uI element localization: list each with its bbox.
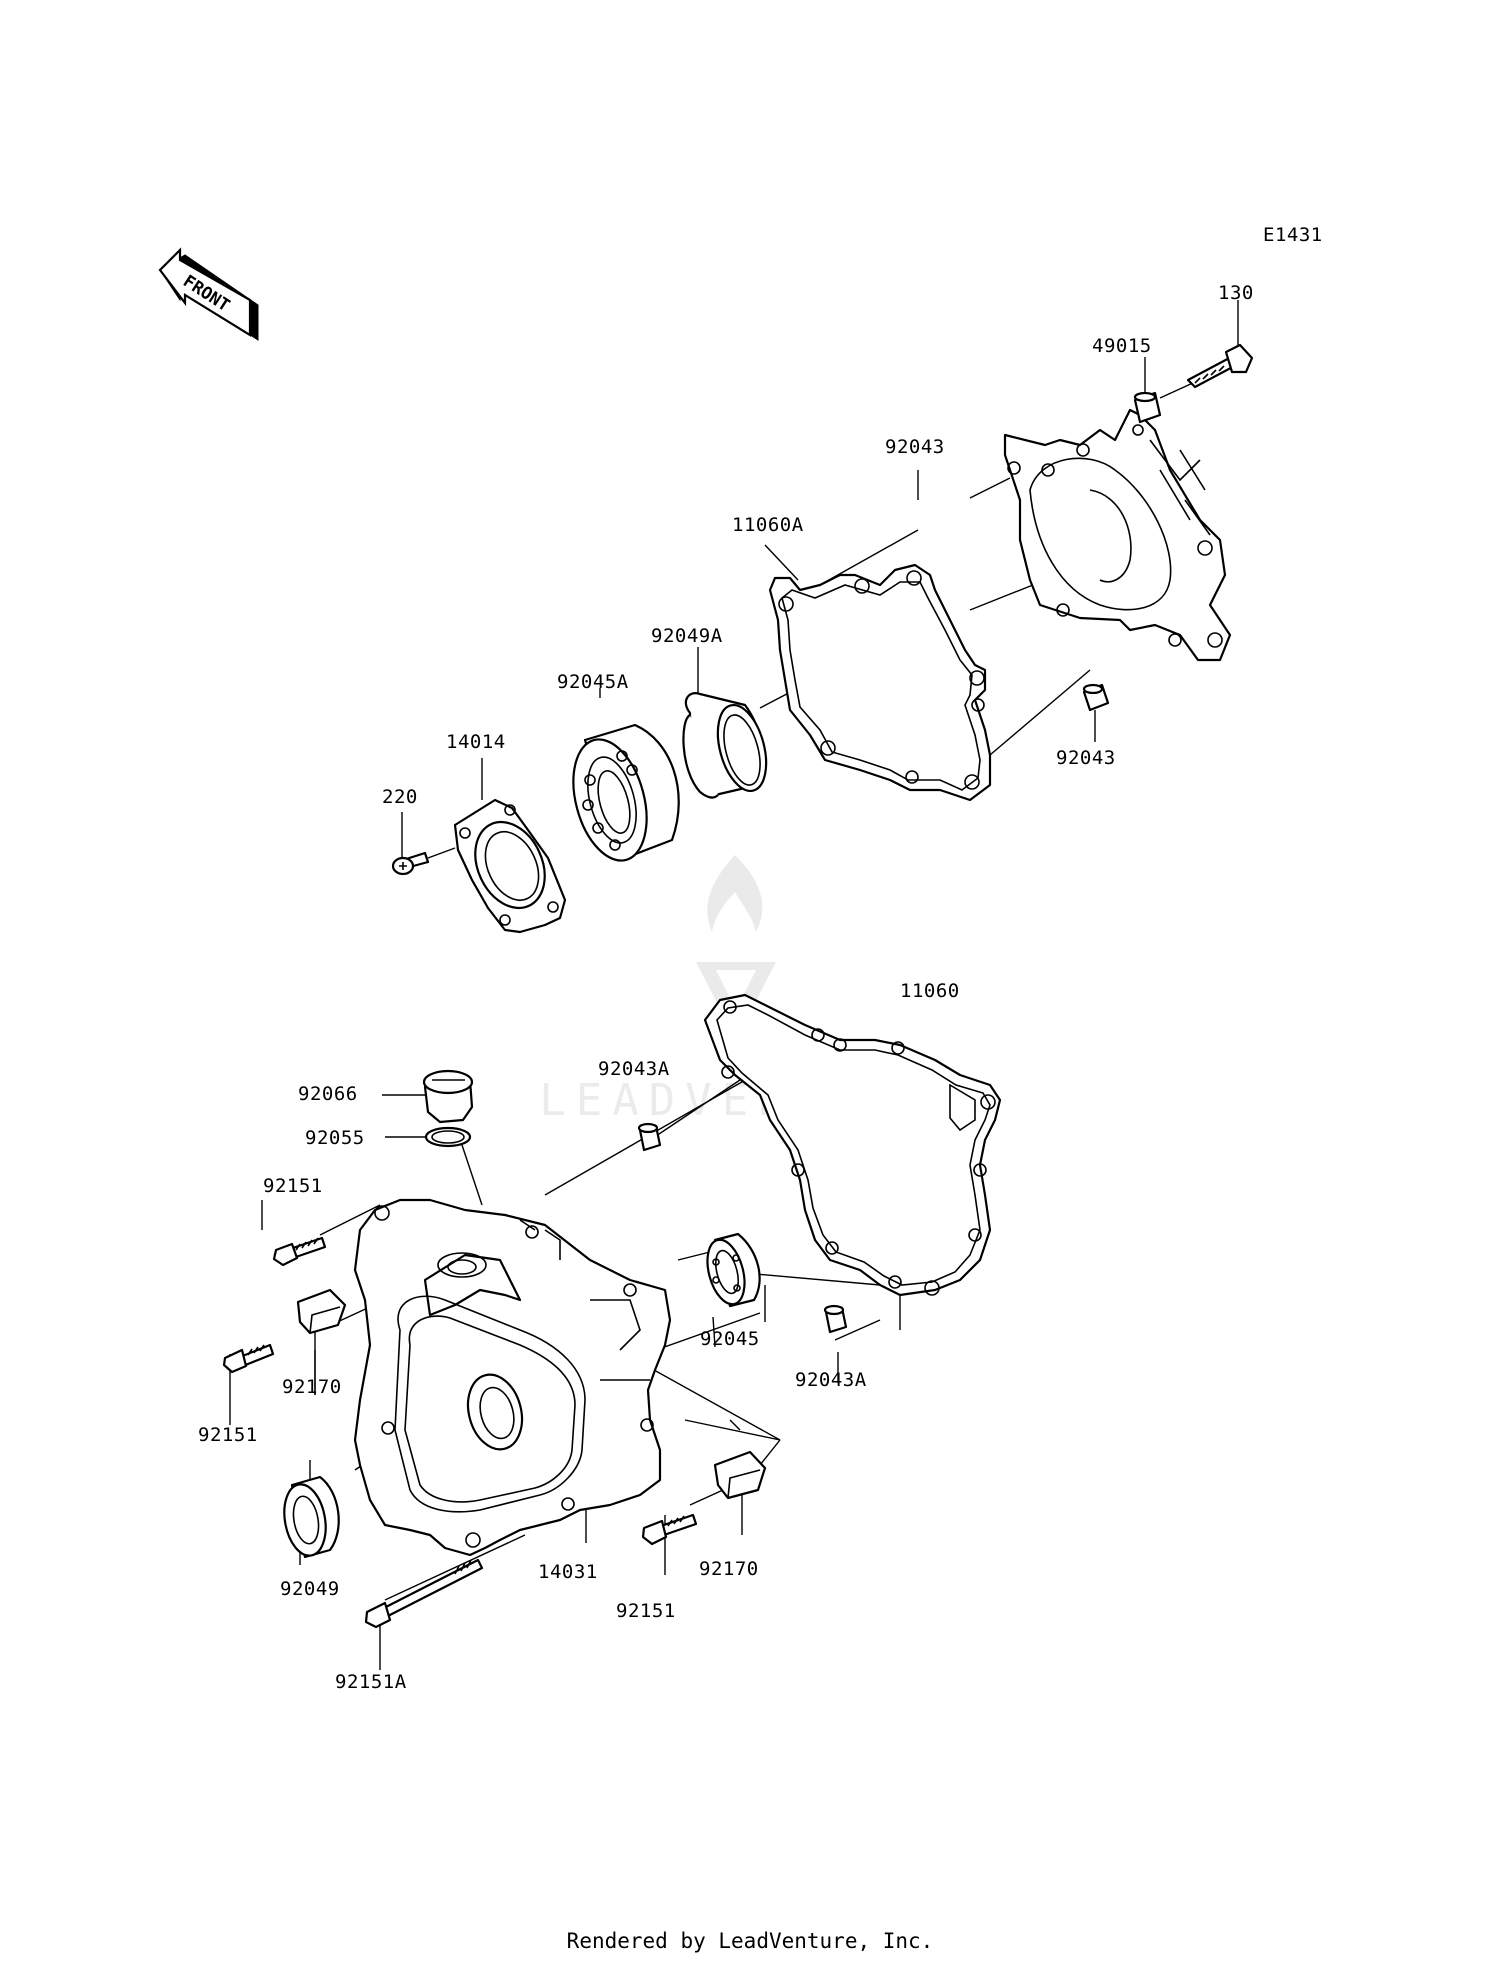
bearing-92045A — [572, 723, 680, 862]
label-92049A: 92049A — [651, 625, 723, 647]
oring-92055 — [424, 1126, 472, 1148]
dowel-92043-top — [1133, 391, 1162, 424]
bearing-92045 — [706, 1232, 761, 1308]
footer-credit: Rendered by LeadVenture, Inc. — [567, 1929, 934, 1953]
label-92055: 92055 — [305, 1127, 365, 1149]
label-11060: 11060 — [900, 980, 960, 1002]
label-92043-right: 92043 — [1056, 747, 1116, 769]
clamp-92170-b — [713, 1450, 767, 1500]
cover-49015 — [1003, 408, 1232, 662]
label-92049: 92049 — [280, 1578, 340, 1600]
dowel-92043-right — [1082, 683, 1110, 712]
label-14014: 14014 — [446, 731, 506, 753]
label-92043-top: 92043 — [885, 436, 945, 458]
seal-92049 — [283, 1475, 340, 1559]
seal-92049A — [682, 692, 768, 799]
bolt-92151A — [364, 1558, 484, 1629]
label-92170-a: 92170 — [282, 1376, 342, 1398]
label-14031: 14031 — [538, 1561, 598, 1583]
dowel-92043A-top — [637, 1122, 662, 1152]
label-92151-a: 92151 — [263, 1175, 323, 1197]
screw-220 — [391, 847, 456, 876]
bolt-92151-c — [641, 1513, 698, 1546]
cap-92066 — [422, 1069, 474, 1124]
label-92045: 92045 — [700, 1328, 760, 1350]
label-49015: 49015 — [1092, 335, 1152, 357]
label-92043A-top: 92043A — [598, 1058, 670, 1080]
front-arrow-icon: FRONT — [158, 247, 259, 341]
label-92066: 92066 — [298, 1083, 358, 1105]
clamp-92170-a — [296, 1288, 347, 1335]
bolt-130 — [1186, 343, 1254, 389]
gasket-11060 — [703, 993, 1002, 1297]
label-11060A: 11060A — [732, 514, 804, 536]
label-92045A: 92045A — [557, 671, 629, 693]
part-labels: 130 49015 92043 11060A 92049A 92045A 140… — [198, 282, 1254, 1693]
cover-14031 — [353, 1198, 672, 1557]
plate-14014 — [453, 798, 567, 934]
label-92151-c: 92151 — [616, 1600, 676, 1622]
label-92151-b: 92151 — [198, 1424, 258, 1446]
label-130: 130 — [1218, 282, 1254, 304]
label-220: 220 — [382, 786, 418, 808]
label-92043A-bottom: 92043A — [795, 1369, 867, 1391]
bolt-92151-a — [272, 1236, 327, 1267]
label-92151A: 92151A — [335, 1671, 407, 1693]
gasket-11060A — [768, 563, 992, 802]
label-92170-b: 92170 — [699, 1558, 759, 1580]
diagram-code: E1431 — [1263, 224, 1323, 246]
dowel-92043A-bottom — [823, 1304, 848, 1334]
bolt-92151-b — [222, 1343, 275, 1374]
